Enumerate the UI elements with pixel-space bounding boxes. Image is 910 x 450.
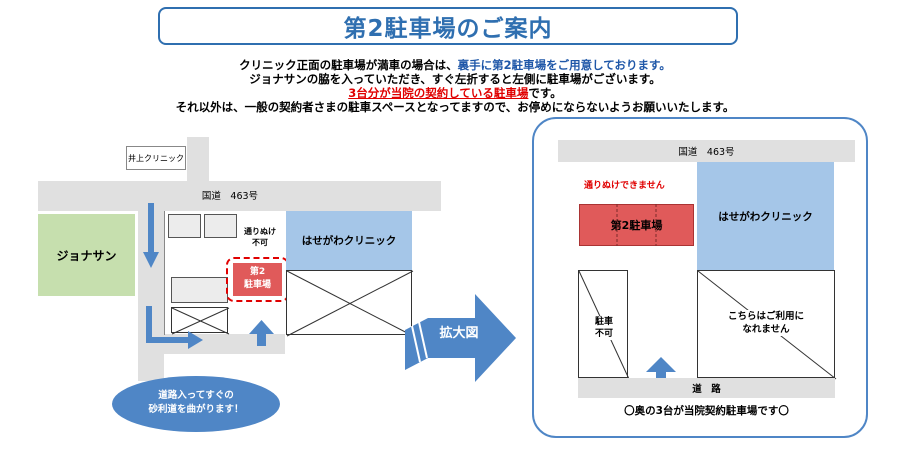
parking-lot-area (164, 211, 285, 335)
intro-line-4: それ以外は、一般の契約者さまの駐車スペースとなってますので、お停めにならないよう… (175, 100, 735, 114)
callout-line-2: 砂利道を曲がります！ (148, 404, 244, 415)
inoue-clinic: 井上クリニック (126, 146, 186, 170)
cross-mark (171, 307, 230, 335)
main-road (38, 181, 441, 211)
callout-line-1: 道路入ってすぐの (158, 390, 234, 401)
parking2-line-2: 駐車場 (243, 280, 271, 290)
arrow-turn-icon (146, 306, 203, 349)
intro-line-2: ジョナサンの脇を入っていただき、すぐ左折すると左側に駐車場がございます。 (249, 72, 661, 86)
unavailable-line-1: こちらはご利用に (727, 311, 804, 322)
intro-line-3-emphasis: 3台分が当院の契約している駐車場 (348, 86, 529, 100)
unavailable-line-2: なれません (742, 324, 790, 335)
no-parking-label: 駐車 不可 (584, 316, 624, 340)
parked-car (204, 214, 237, 238)
main-road-label: 国道 463号 (201, 191, 259, 202)
detail-parking2-label: 第2駐車場 (610, 219, 663, 232)
no-through-warning: 通りぬけできません (584, 181, 665, 191)
detail-main-road: 国道 463号 (558, 140, 855, 162)
detail-hasegawa-clinic: はせがわクリニック (697, 162, 834, 270)
detail-note: 〇奥の3台が当院契約駐車場です〇 (624, 405, 789, 417)
parking2-line-1: 第2 (249, 267, 266, 277)
intro-line-1-emphasis: 裏手に第2駐車場をご用意しております。 (457, 58, 671, 72)
no-parking-line-1: 駐車 (594, 317, 613, 327)
no-through-note: 通りぬけ 不可 (242, 226, 278, 248)
no-through-line-1: 通りぬけ (244, 227, 276, 236)
no-parking-line-2: 不可 (594, 329, 613, 339)
parking2-marker: 第2 駐車場 (233, 263, 282, 296)
intro-line-1: クリニック正面の駐車場が満車の場合は、裏手に第2駐車場をご用意しております。 (0, 57, 910, 73)
intro-line-3: 3台分が当院の契約している駐車場です。 (0, 85, 910, 101)
zoom-label: 拡大図 (439, 326, 479, 341)
side-road-north (187, 137, 209, 182)
intro-line-3-text: です。 (528, 86, 562, 100)
jonathan-restaurant: ジョナサン (38, 214, 135, 296)
callout-bubble: 道路入ってすぐの 砂利道を曲がります！ (112, 376, 280, 432)
parked-car (168, 214, 201, 238)
blocked-space (171, 307, 230, 335)
cross-mark (286, 270, 414, 337)
intro-line-1-text: クリニック正面の駐車場が満車の場合は、 (239, 58, 458, 72)
unavailable-area (286, 270, 414, 337)
arrow-down-icon (143, 203, 159, 268)
arrow-up-icon (249, 320, 274, 346)
hasegawa-clinic: はせがわクリニック (286, 211, 412, 270)
page-title: 第2駐車場のご案内 (158, 7, 738, 45)
no-through-line-2: 不可 (252, 238, 268, 247)
detail-parking2: 第2駐車場 (579, 204, 694, 246)
unavailable-label: こちらはご利用に なれません (712, 310, 820, 336)
detail-road: 道 路 (578, 378, 835, 398)
